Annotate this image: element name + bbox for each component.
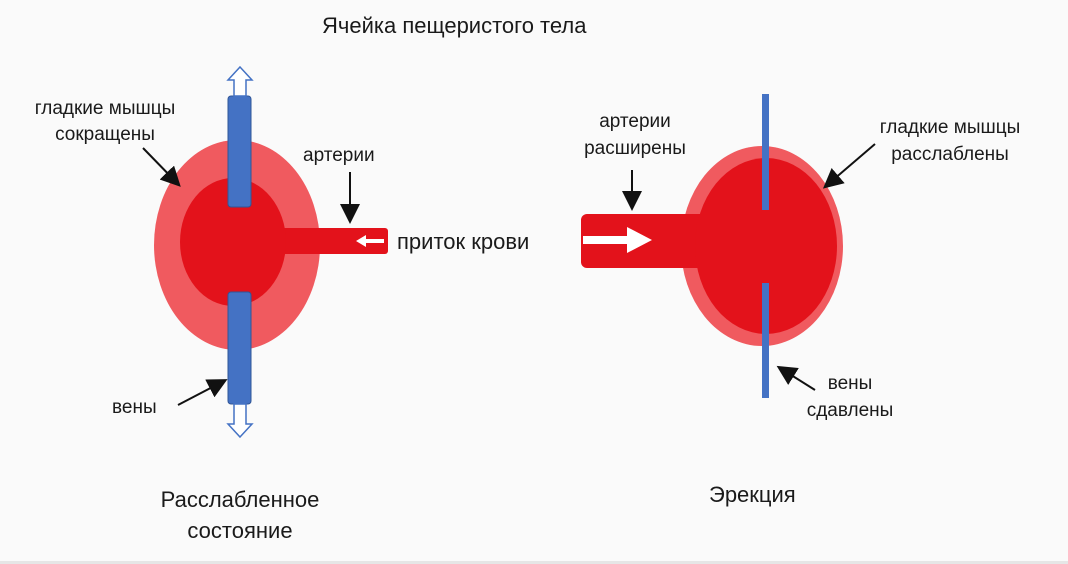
relaxed-muscle-pointer-arrow	[142, 147, 181, 187]
relaxed-vein-outflow-arrow-down	[226, 403, 254, 439]
erection-inner-cavity	[695, 158, 837, 334]
bottom-border	[0, 561, 1068, 564]
erection-muscle-pointer-arrow	[822, 143, 876, 189]
relaxed-muscle-label-line2: сокращены	[55, 124, 155, 145]
erection-flow-arrow	[583, 227, 652, 253]
relaxed-veins-label: вены	[112, 397, 157, 418]
relaxed-vein-top	[227, 95, 252, 208]
erection-veins-label-line1: вены	[827, 373, 873, 394]
relaxed-artery	[262, 228, 388, 254]
erection-vein-pointer-arrow	[776, 365, 816, 391]
relaxed-state-label-line1: Расслабленное	[160, 487, 320, 512]
erection-vein-top	[762, 94, 769, 210]
erection-muscle-label-line2: расслаблены	[891, 144, 1009, 165]
erection-veins-label-line2: сдавлены	[806, 400, 894, 421]
relaxed-vein-pointer-arrow	[177, 379, 228, 406]
relaxed-artery-label: артерии	[303, 145, 375, 166]
relaxed-state-label-line2: состояние	[187, 518, 293, 543]
relaxed-inner-cavity	[180, 178, 286, 306]
erection-artery-label-line2: расширены	[584, 138, 686, 159]
erection-state-label: Эрекция	[709, 482, 796, 507]
blood-inflow-label: приток крови	[397, 229, 530, 254]
relaxed-vein-outflow-arrow-up	[226, 65, 254, 97]
relaxed-vein-bottom	[227, 291, 252, 405]
relaxed-cell	[142, 65, 388, 439]
diagram-title: Ячейка пещеристого тела	[322, 13, 587, 38]
relaxed-muscle-label-line1: гладкие мышцы	[34, 98, 176, 119]
erection-cell	[581, 94, 876, 398]
erection-artery-label-line1: артерии	[599, 111, 671, 132]
erection-muscle-label-line1: гладкие мышцы	[879, 117, 1021, 138]
relaxed-flow-arrow	[356, 235, 384, 247]
erection-vein-bottom	[762, 283, 769, 398]
